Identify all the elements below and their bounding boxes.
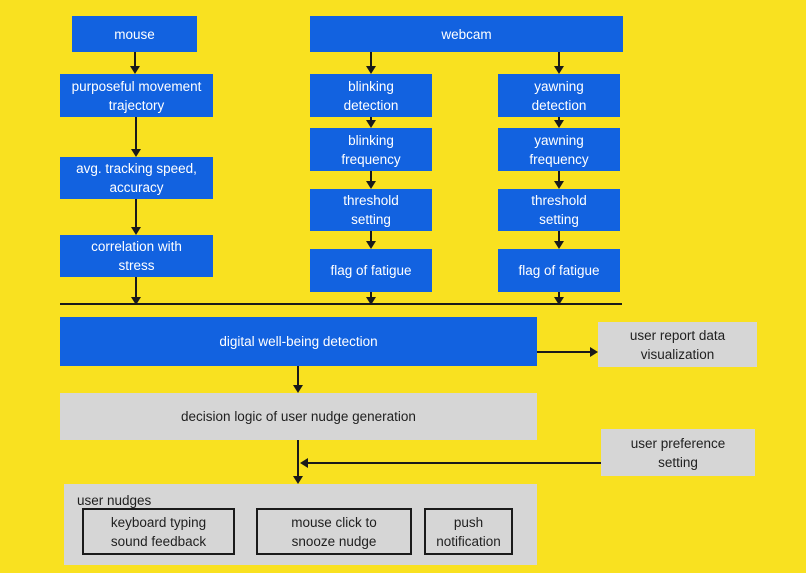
node-flag-of-fatigue-yawning: flag of fatigue xyxy=(498,249,620,292)
node-decision-logic: decision logic of user nudge generation xyxy=(60,393,537,440)
node-threshold-setting-yawning: threshold setting xyxy=(498,189,620,231)
arrow-yawning-frequency-to-threshold xyxy=(554,171,564,189)
node-yawning-frequency: yawning frequency xyxy=(498,128,620,171)
node-threshold-setting-blinking: threshold setting xyxy=(310,189,432,231)
arrow-blinking-threshold-to-flag xyxy=(366,231,376,249)
arrow-yawning-threshold-to-flag xyxy=(554,231,564,249)
arrow-correlation-to-collector-line xyxy=(131,277,141,305)
arrow-preference-to-nudge-flow xyxy=(300,458,601,468)
collector-line xyxy=(60,303,622,305)
node-purposeful-movement-trajectory: purposeful movement trajectory xyxy=(60,74,213,117)
arrow-webcam-to-blinking-detection xyxy=(366,52,376,74)
node-webcam: webcam xyxy=(310,16,623,52)
user-nudges-label: user nudges xyxy=(77,493,152,508)
arrow-yawning-flag-to-collector-line xyxy=(554,292,564,305)
node-blinking-frequency: blinking frequency xyxy=(310,128,432,171)
node-user-report-data-visualization: user report data visualization xyxy=(598,322,757,367)
arrow-blinking-frequency-to-threshold xyxy=(366,171,376,189)
arrow-decision-logic-to-user-nudges xyxy=(293,440,303,484)
arrow-yawning-detection-to-frequency xyxy=(554,117,564,128)
node-mouse-click-snooze-nudge: mouse click to snooze nudge xyxy=(256,508,412,555)
arrow-blinking-flag-to-collector-line xyxy=(366,292,376,305)
node-mouse: mouse xyxy=(72,16,197,52)
arrow-detection-to-decision-logic xyxy=(293,366,303,393)
arrow-webcam-to-yawning-detection xyxy=(554,52,564,74)
node-correlation-with-stress: correlation with stress xyxy=(60,235,213,277)
node-digital-wellbeing-detection: digital well-being detection xyxy=(60,317,537,366)
arrow-purposeful-to-tracking-speed xyxy=(131,117,141,157)
arrow-detection-to-report-visualization xyxy=(537,347,598,357)
node-keyboard-typing-sound-feedback: keyboard typing sound feedback xyxy=(82,508,235,555)
node-avg-tracking-speed-accuracy: avg. tracking speed, accuracy xyxy=(60,157,213,199)
node-flag-of-fatigue-blinking: flag of fatigue xyxy=(310,249,432,292)
node-user-preference-setting: user preference setting xyxy=(601,429,755,476)
node-yawning-detection: yawning detection xyxy=(498,74,620,117)
arrow-mouse-to-purposeful-movement xyxy=(130,52,140,74)
node-push-notification: push notification xyxy=(424,508,513,555)
arrow-blinking-detection-to-frequency xyxy=(366,117,376,128)
node-blinking-detection: blinking detection xyxy=(310,74,432,117)
group-user-nudges: user nudges keyboard typing sound feedba… xyxy=(64,484,537,565)
arrow-tracking-speed-to-correlation xyxy=(131,199,141,235)
